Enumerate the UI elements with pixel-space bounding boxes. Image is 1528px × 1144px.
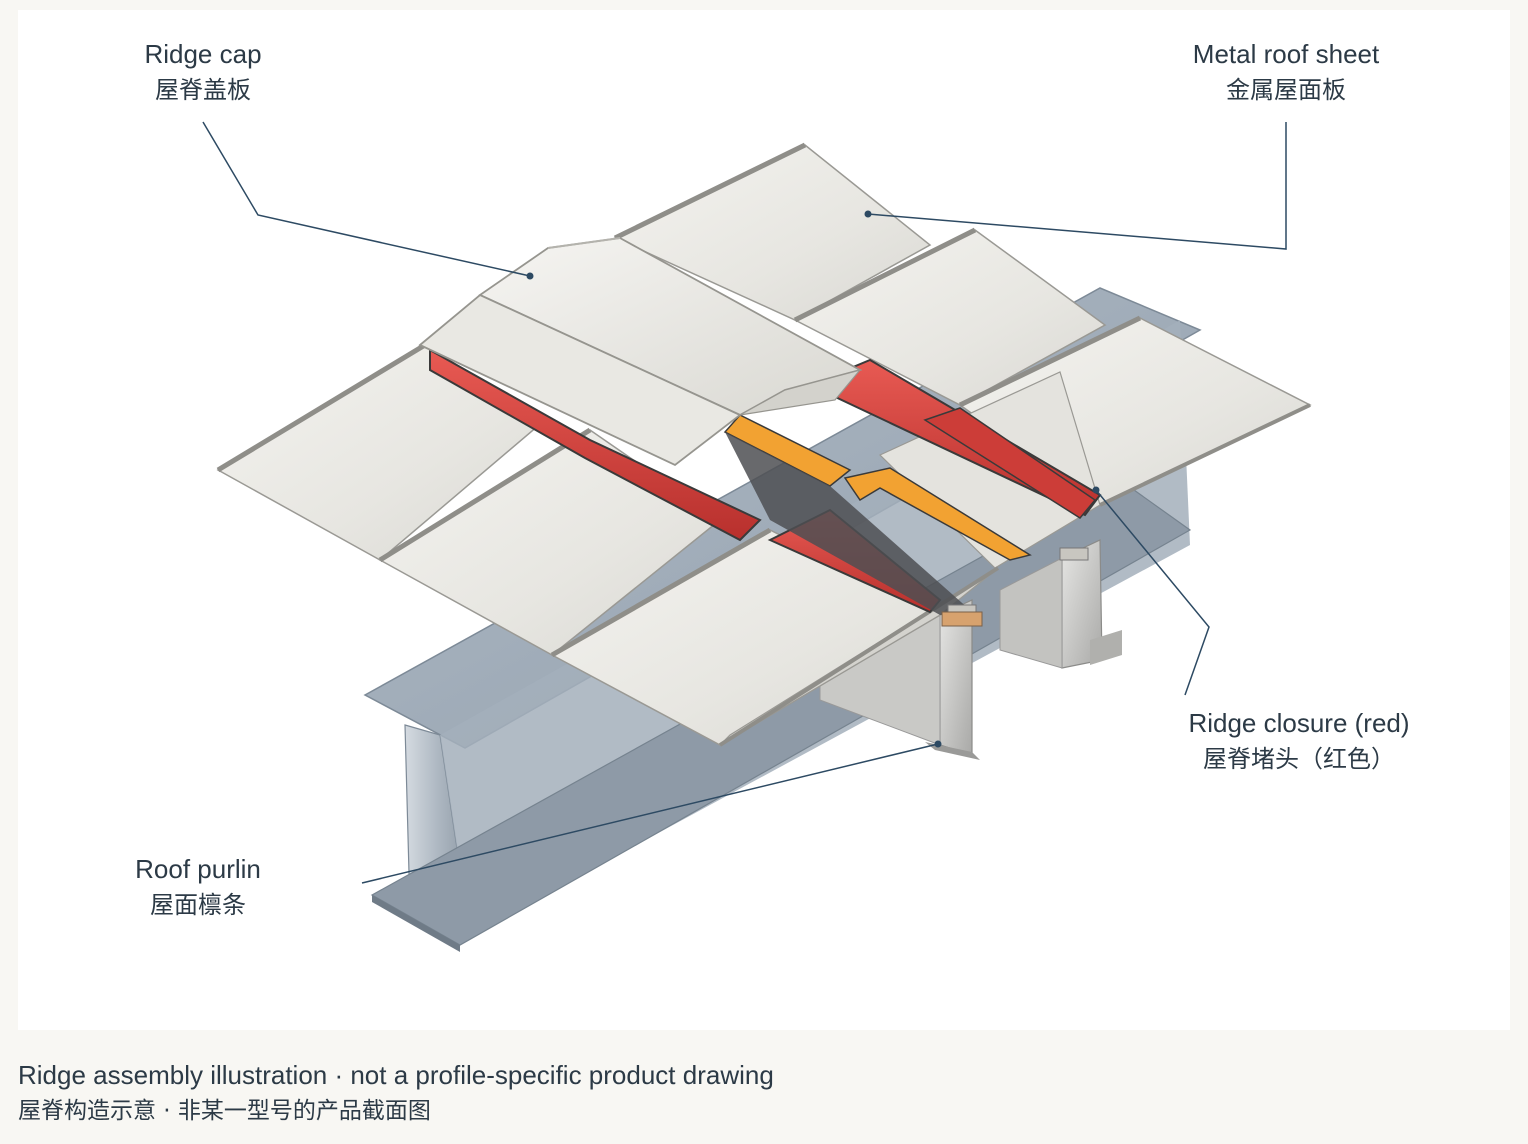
label-roof-purlin-zh: 屋面檩条 bbox=[150, 890, 246, 919]
purlin-bottom-flange-edge bbox=[372, 895, 460, 952]
z-purlin-back bbox=[999, 539, 1122, 669]
ridge-cap bbox=[418, 237, 863, 467]
leader-dots bbox=[526, 210, 1100, 748]
metal-roof-sheets bbox=[216, 142, 1312, 747]
label-ridge-cap-zh: 屋脊盖板 bbox=[155, 75, 251, 104]
roof-purlin-dot bbox=[934, 740, 942, 748]
label-ridge-closure: Ridge closure (red) 屋脊堵头（红色） bbox=[1168, 705, 1430, 776]
figure-caption: Ridge assembly illustration · not a prof… bbox=[18, 1056, 774, 1129]
label-ridge-cap-en: Ridge cap bbox=[144, 39, 262, 69]
caption-en: Ridge assembly illustration · not a prof… bbox=[18, 1060, 774, 1090]
caption-zh: 屋脊构造示意 · 非某一型号的产品截面图 bbox=[18, 1098, 431, 1125]
label-ridge-cap: Ridge cap 屋脊盖板 bbox=[103, 36, 303, 107]
label-ridge-closure-zh: 屋脊堵头（红色） bbox=[1203, 744, 1395, 773]
label-ridge-closure-en: Ridge closure (red) bbox=[1188, 708, 1410, 738]
ridge-dark-channel bbox=[725, 432, 970, 615]
sealant-strip-2 bbox=[843, 467, 1032, 561]
metal-roof-sheet-dot bbox=[864, 210, 872, 218]
label-metal-roof-sheet: Metal roof sheet 金属屋面板 bbox=[1166, 36, 1406, 107]
ridge-closure-leader bbox=[1095, 489, 1210, 696]
ridge-closure-right-inner bbox=[923, 407, 1097, 519]
ridge-cap-leader bbox=[202, 121, 531, 277]
ridge-cap-dot bbox=[526, 272, 534, 280]
ridge-closure-dot bbox=[1092, 486, 1100, 494]
roof-purlin-leader bbox=[361, 743, 939, 884]
leader-lines bbox=[202, 121, 1287, 884]
label-metal-roof-sheet-zh: 金属屋面板 bbox=[1226, 75, 1346, 104]
ridge-closure-left bbox=[429, 348, 762, 542]
ridge-closures bbox=[429, 348, 1102, 615]
metal-roof-sheet-leader bbox=[867, 122, 1287, 250]
label-roof-purlin-en: Roof purlin bbox=[135, 854, 261, 884]
label-metal-roof-sheet-en: Metal roof sheet bbox=[1192, 39, 1380, 69]
label-roof-purlin: Roof purlin 屋面檩条 bbox=[108, 851, 288, 922]
ridge-cap-face-2 bbox=[739, 368, 862, 416]
fastening-clips bbox=[941, 547, 1089, 627]
